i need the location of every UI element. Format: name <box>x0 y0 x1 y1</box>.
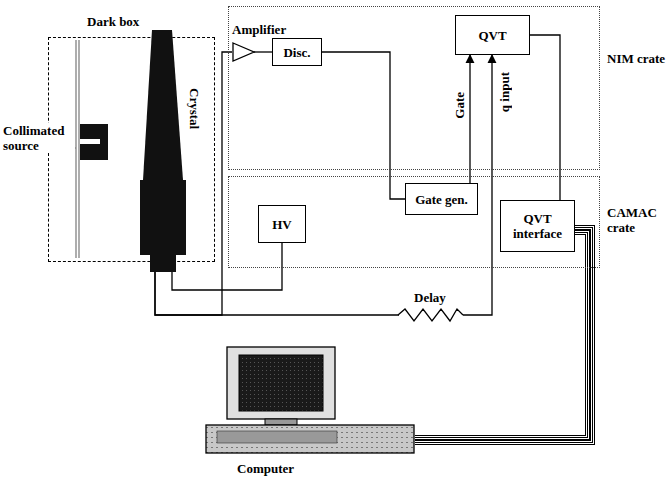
computer: Computer <box>205 345 415 485</box>
source-label: Collimated source <box>3 123 75 153</box>
crystal-label: Crystal <box>187 88 202 129</box>
resistor-symbol <box>398 309 463 321</box>
amplifier-label: Amplifier <box>232 22 294 37</box>
camac-crate: CAMAC crateHVGate gen.QVT interface <box>228 176 600 268</box>
amplifier-triangle-shape <box>233 43 254 61</box>
box-label: QVT <box>478 28 506 43</box>
monitor-frame <box>227 347 335 419</box>
delay-label: Delay <box>414 290 446 305</box>
crystal-drawing <box>130 28 205 272</box>
connector <box>470 55 471 183</box>
pmt-base <box>150 254 176 272</box>
cable-strand <box>415 230 590 440</box>
connector <box>172 243 282 290</box>
amplifier-triangle <box>232 42 256 62</box>
connector-line <box>172 243 282 290</box>
qvt-interface-box: QVT interface <box>500 200 575 252</box>
signal-label: Gate <box>452 92 467 119</box>
box-label: QVT interface <box>505 211 570 241</box>
box-label: Disc. <box>283 45 310 60</box>
collimator-block <box>80 124 108 160</box>
connector <box>155 55 492 315</box>
cable-strand <box>415 230 590 440</box>
connector <box>254 52 272 53</box>
source-plate <box>78 40 79 258</box>
resistor-background <box>399 307 463 323</box>
frame-heading: Dark box <box>87 14 139 29</box>
disc-box: Disc. <box>272 38 322 66</box>
connector-line <box>155 55 492 315</box>
nim-crate: NIM crateAmplifierDisc.QVT <box>228 6 600 170</box>
scintillator-crystal <box>143 30 183 180</box>
connector <box>415 230 590 440</box>
photomultiplier <box>140 180 186 255</box>
monitor-screen <box>239 355 323 411</box>
qvt-box: QVT <box>455 15 530 55</box>
signal-label: q input <box>497 72 512 112</box>
keyboard-base <box>206 425 414 453</box>
frame-heading: NIM crate <box>607 51 667 66</box>
cable-strand <box>415 230 590 440</box>
cable-strand <box>415 230 590 440</box>
box-label: Gate gen. <box>415 192 468 207</box>
box-label: HV <box>272 217 292 232</box>
keyboard-keys <box>217 431 337 443</box>
connector-line <box>469 55 470 183</box>
cable-strand <box>415 230 590 440</box>
crystal-detector: Crystal <box>130 28 205 272</box>
frame-heading: CAMAC crate <box>607 205 667 235</box>
hv-box: HV <box>258 205 306 243</box>
computer-drawing <box>205 345 415 455</box>
gate-gen-box: Gate gen. <box>405 183 478 215</box>
monitor-stand <box>265 419 297 425</box>
source-plate <box>75 40 76 258</box>
connector-line <box>254 51 272 52</box>
collimator-hole <box>80 139 100 144</box>
computer-label: Computer <box>237 461 294 476</box>
